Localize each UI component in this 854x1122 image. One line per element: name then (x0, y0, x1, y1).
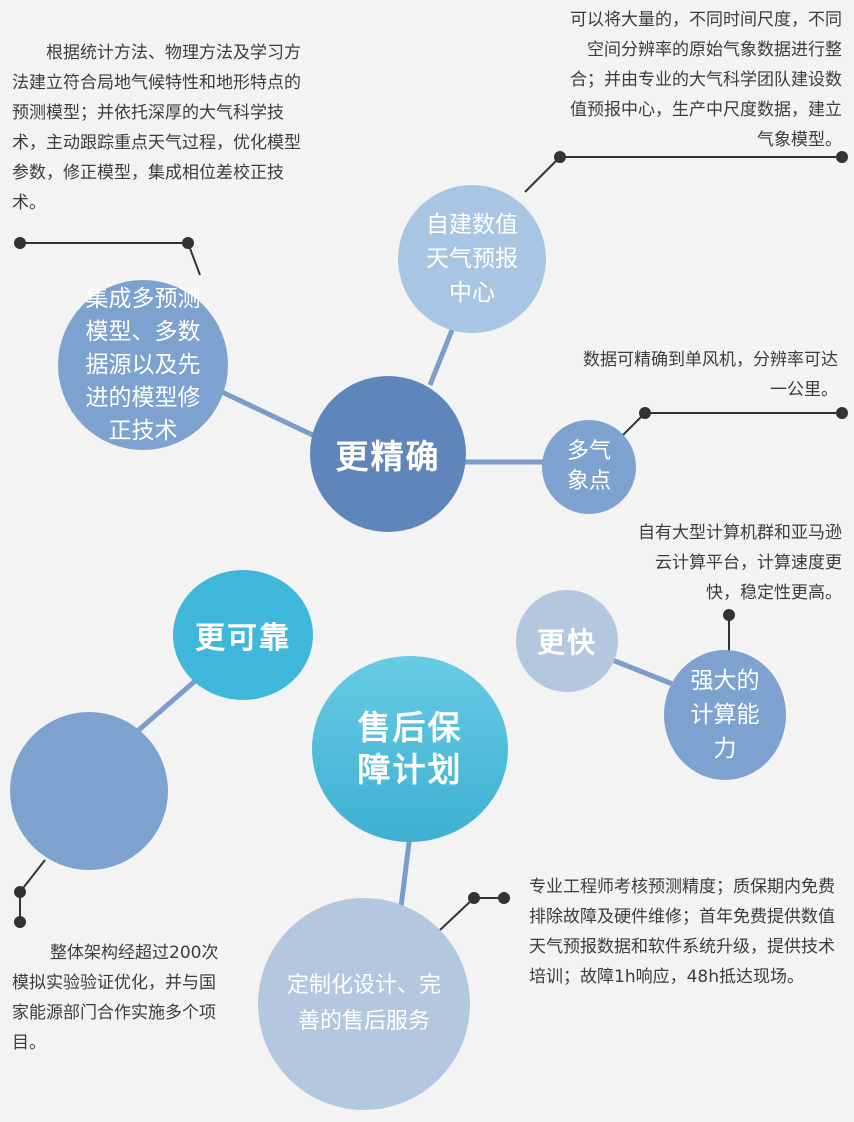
callout-service (439, 892, 510, 931)
callout-reliable (14, 859, 46, 928)
callout-multimodel (14, 237, 201, 276)
node-reliable-blank (10, 712, 168, 870)
callout-compute (723, 609, 735, 655)
desc-reliable: 整体架构经超过200次模拟实验验证优化，并与国家能源部门合作实施多个项目。 (12, 943, 219, 1053)
node-service: 定制化设计、完善的售后服务 (258, 898, 470, 1110)
hub-more-reliable: 更可靠 (173, 570, 313, 700)
hub-after-sales: 售后保障计划 (312, 656, 508, 842)
node-multi-model: 集成多预测模型、多数据源以及先进的模型修正技术 (58, 280, 228, 450)
node-compute: 强大的计算能力 (664, 650, 786, 780)
hub-faster: 更快 (516, 590, 618, 692)
desc-multi-model: 根据统计方法、物理方法及学习方法建立符合局地气候特性和地形特点的预测模型；并依托… (12, 43, 301, 213)
node-multi-station: 多气象点 (542, 420, 636, 514)
desc-nwp-center: 可以将大量的，不同时间尺度，不同空间分辨率的原始气象数据进行整合；并由专业的大气… (570, 10, 842, 150)
hub-more-accurate: 更精确 (310, 376, 466, 532)
desc-multi-station: 数据可精确到单风机，分辨率可达一公里。 (583, 350, 838, 400)
desc-service: 专业工程师考核预测精度；质保期内免费排除故障及硬件维修；首年免费提供数值天气预报… (529, 877, 835, 987)
callout-nwp (524, 151, 848, 193)
node-nwp-center: 自建数值天气预报中心 (398, 185, 546, 333)
callout-station (617, 407, 848, 441)
desc-compute: 自有大型计算机群和亚马逊云计算平台，计算速度更快，稳定性更高。 (638, 523, 842, 603)
